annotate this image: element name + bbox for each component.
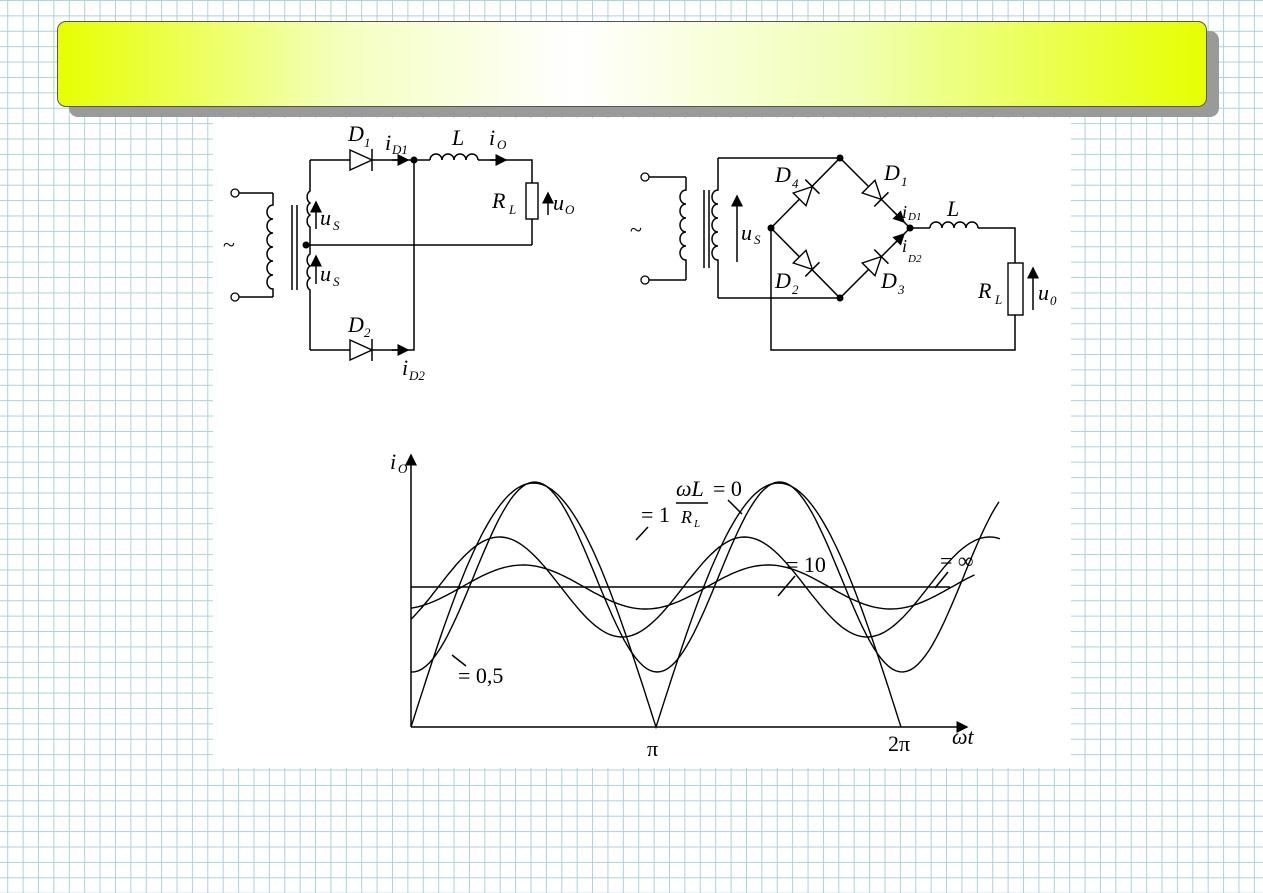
d4-sub: 4 — [792, 176, 799, 191]
bridge-load-resistor — [1007, 262, 1024, 316]
bridge-inductor — [929, 221, 979, 229]
curve-ratio-1 — [410, 536, 1001, 638]
bridge-d1-label: D — [883, 160, 900, 185]
slide-title-bar — [57, 21, 1207, 107]
load-resistor — [525, 182, 539, 220]
d1-label: D — [347, 121, 364, 146]
x-tick-2pi: 2π — [888, 731, 910, 756]
rl-label: R — [491, 188, 506, 213]
us-lower-label: u — [320, 261, 331, 286]
leader-ratio-0-5 — [451, 654, 467, 667]
x-tick-pi: π — [647, 736, 658, 761]
label-ratio-inf: = ∞ — [940, 548, 974, 573]
io-sub: O — [497, 137, 507, 152]
bridge-rl-sub: L — [994, 292, 1002, 307]
param-denominator-sub: L — [693, 518, 700, 530]
content-panel — [213, 118, 1071, 768]
bridge-d1-sub: 1 — [901, 174, 908, 189]
leader-ratio-0 — [727, 499, 743, 515]
y-axis-sub: O — [398, 461, 408, 476]
uo-label: u — [553, 190, 564, 215]
leader-ratio-inf — [934, 571, 949, 589]
bridge-transformer — [679, 158, 719, 298]
bridge-rectifier-circuit: ~ u S — [630, 154, 1057, 351]
d3-sub: 3 — [897, 282, 905, 297]
label-ratio-1: = 1 — [641, 502, 670, 527]
d2-label: D — [347, 312, 364, 337]
leader-ratio-1 — [635, 526, 649, 541]
rl-sub: L — [508, 202, 516, 217]
bridge-d2-sub: 2 — [792, 282, 799, 297]
ac-source-symbol-right: ~ — [630, 217, 642, 242]
diode-d4 — [791, 179, 820, 208]
curve-ratio-0-5 — [410, 481, 1000, 673]
param-numerator: ωL — [676, 476, 704, 501]
us-lower-sub: S — [333, 274, 340, 289]
leader-ratio-10 — [777, 575, 796, 597]
curve-ratio-10 — [410, 564, 975, 610]
d4-label: D — [774, 162, 791, 187]
bridge-id2-label: i — [902, 236, 907, 256]
label-ratio-0: = 0 — [713, 476, 742, 501]
x-axis-label: ωt — [952, 724, 975, 749]
d2-sub: 2 — [364, 325, 371, 340]
us-upper-sub: S — [333, 218, 340, 233]
diode-d1 — [349, 148, 374, 172]
bridge-id2-sub: D2 — [907, 253, 922, 265]
label-ratio-10: = 10 — [786, 552, 826, 577]
bridge-id1-sub: D1 — [907, 211, 921, 223]
uo-sub: O — [565, 202, 575, 217]
d3-label: D — [880, 268, 897, 293]
io-label: i — [489, 125, 495, 150]
label-ratio-0-5: = 0,5 — [458, 663, 503, 688]
output-current-chart: i O ωt π 2π ωL R L = 0 = 0,5 = 1 = 10 = … — [390, 449, 1001, 761]
bridge-rl-label: R — [977, 278, 992, 303]
input-terminals — [230, 188, 273, 302]
id1-sub: D1 — [391, 142, 408, 157]
diode-d3-bridge — [860, 249, 889, 278]
bridge-d2-label: D — [774, 268, 791, 293]
param-denominator: R — [680, 507, 692, 527]
bridge-us-label: u — [741, 220, 752, 245]
id2-sub: D2 — [408, 368, 425, 383]
inductor-l — [429, 153, 479, 161]
waveform-curves — [410, 481, 1001, 730]
diode-d1-bridge — [860, 178, 889, 207]
ac-source-symbol: ~ — [223, 232, 235, 257]
bridge-inductor-label: L — [946, 196, 959, 221]
d1-sub: 1 — [364, 135, 371, 150]
y-axis-label: i — [390, 449, 396, 474]
u0-label: u — [1038, 280, 1049, 305]
us-upper-label: u — [320, 205, 331, 230]
curve-ratio-0 — [410, 482, 902, 730]
inductor-label: L — [451, 125, 464, 150]
diode-d2-bridge — [791, 248, 820, 277]
transformer — [266, 160, 312, 350]
id1-label: i — [385, 130, 391, 155]
diode-d2 — [349, 338, 374, 362]
id2-label: i — [402, 355, 408, 380]
u0-sub: 0 — [1050, 293, 1057, 308]
center-tap-rectifier-circuit: ~ u S u S D 1 i D1 — [223, 121, 575, 383]
bridge-us-sub: S — [754, 232, 761, 247]
bridge-id1-label: i — [902, 202, 907, 222]
